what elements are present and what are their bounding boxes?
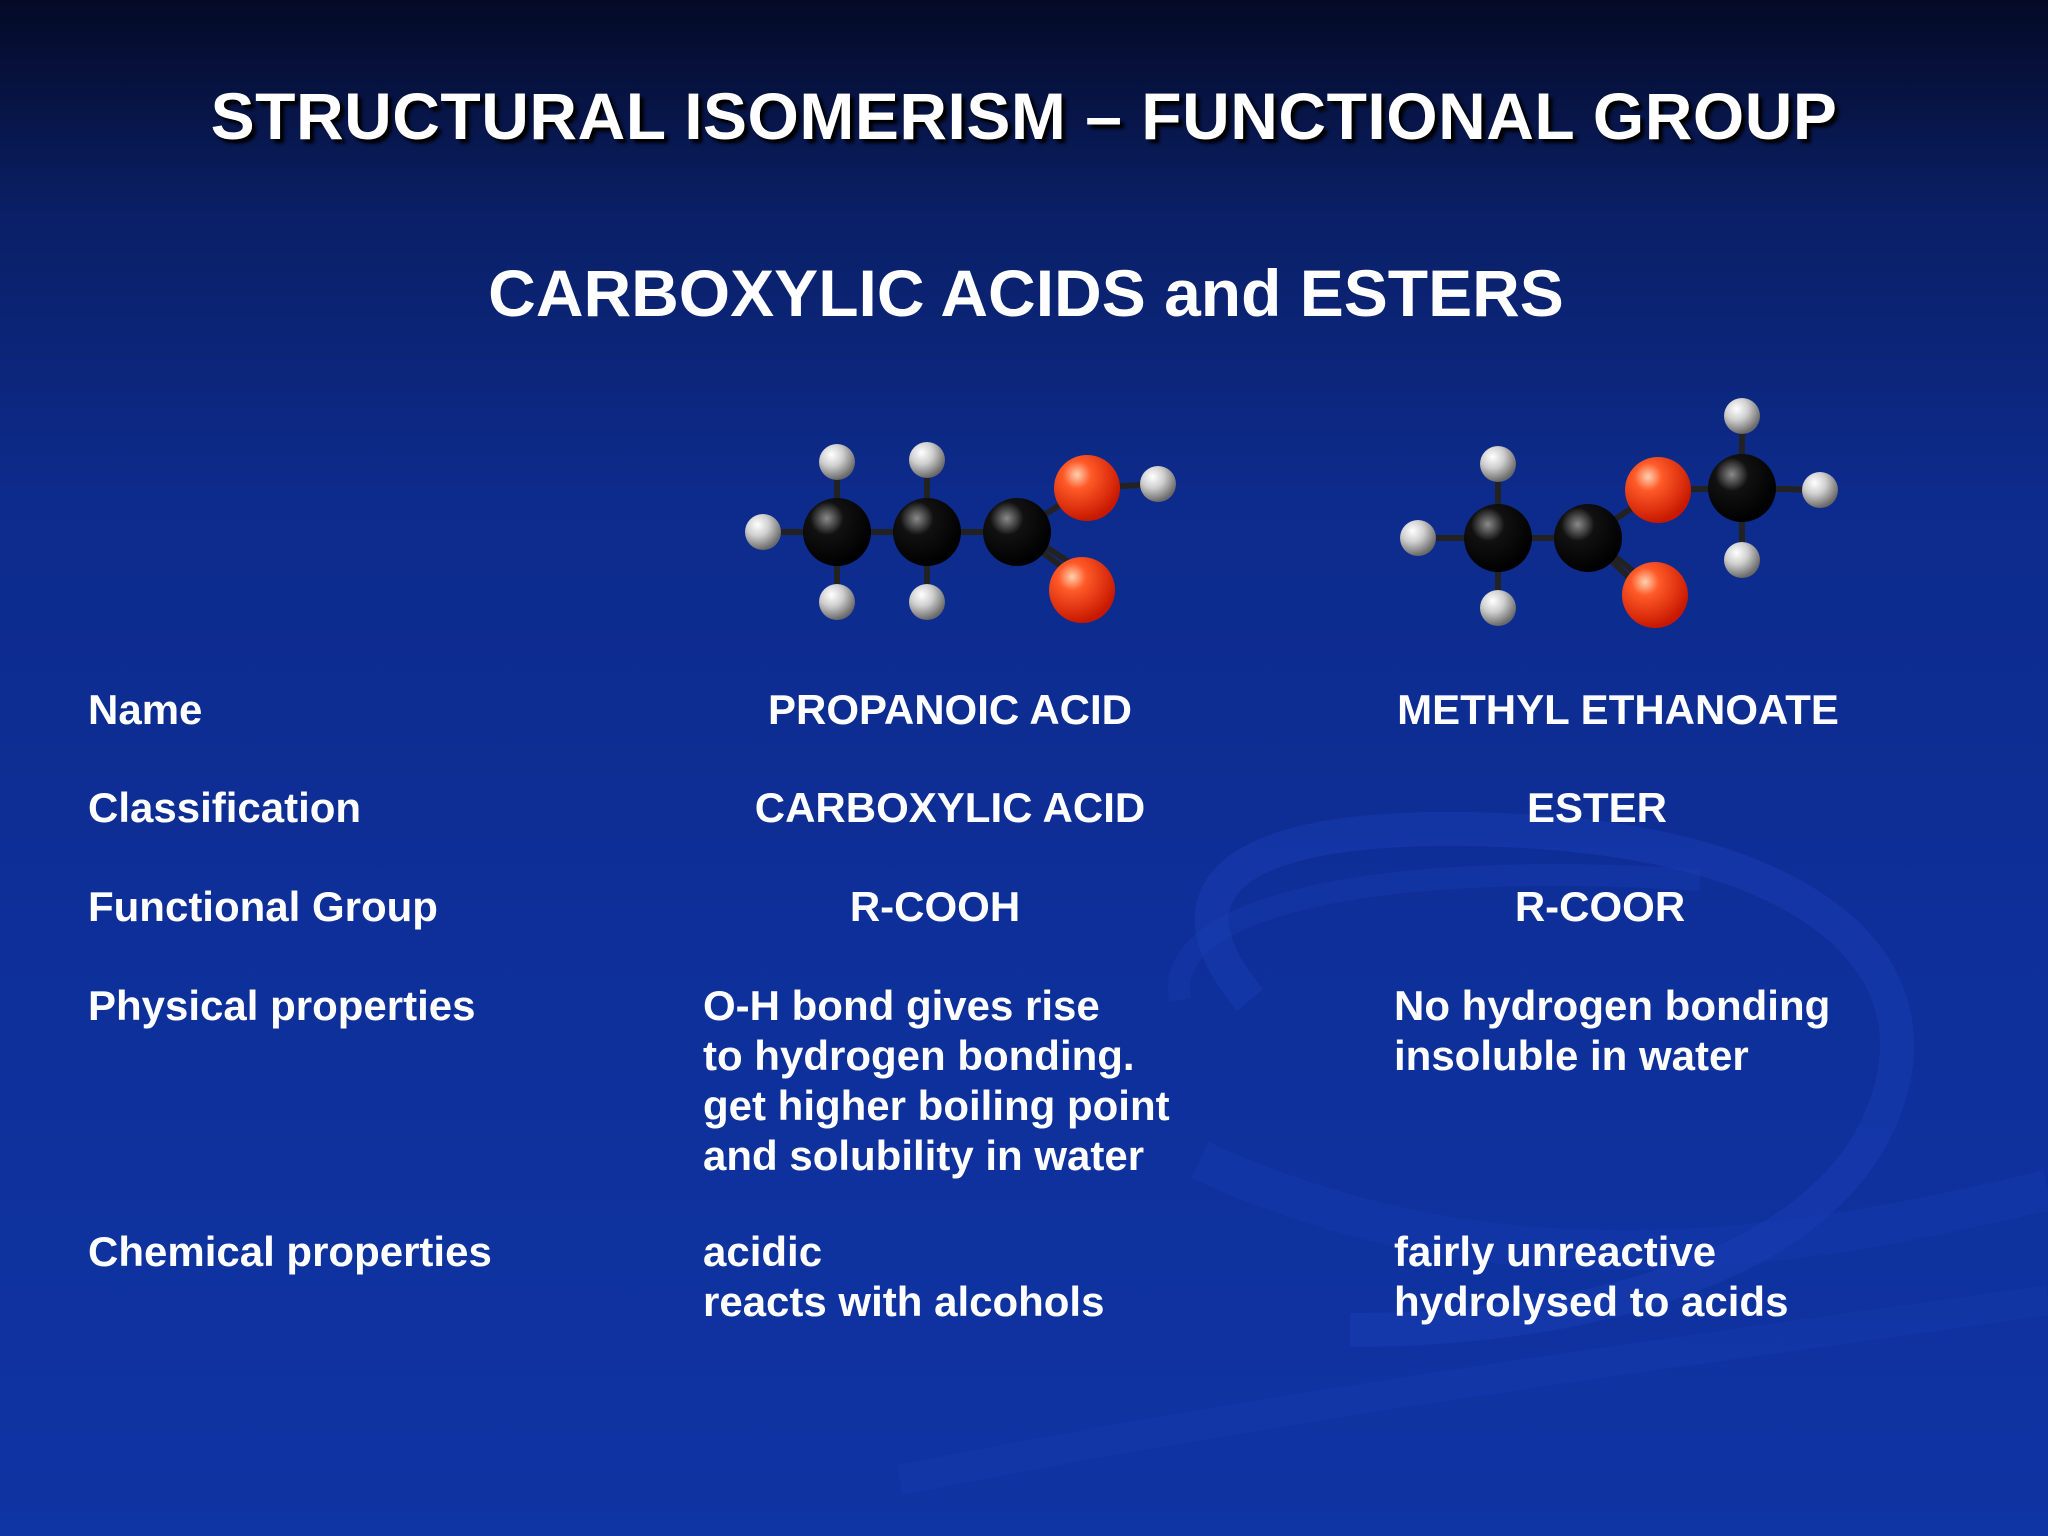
hydrogen-atom xyxy=(819,584,855,620)
oxygen-atom xyxy=(1625,457,1691,523)
propanoic-acid-model xyxy=(745,442,1176,623)
ester-functional-group: R-COOR xyxy=(1514,883,1686,930)
hydrogen-atom xyxy=(1724,542,1760,578)
propanoic-classification: CARBOXYLIC ACID xyxy=(754,784,1146,831)
slide-title: STRUCTURAL ISOMERISM – FUNCTIONAL GROUP xyxy=(210,79,1838,153)
carbon-atom xyxy=(983,498,1051,566)
carbon-atom xyxy=(1464,504,1532,572)
methyl-ethanoate-model xyxy=(1400,398,1838,628)
propanoic-physical-properties: O-H bond gives rise to hydrogen bonding.… xyxy=(703,982,1170,1179)
propanoic-functional-group: R-COOH xyxy=(849,883,1021,930)
hydrogen-atom xyxy=(1400,520,1436,556)
slide-subtitle: CARBOXYLIC ACIDS and ESTERS xyxy=(0,255,2048,331)
carbon-atom xyxy=(803,498,871,566)
ester-chemical-properties: fairly unreactive hydrolysed to acids xyxy=(1394,1228,1789,1325)
hydrogen-atom xyxy=(1480,590,1516,626)
oxygen-atom xyxy=(1622,562,1688,628)
row-label-name: Name xyxy=(88,686,203,733)
hydrogen-atom xyxy=(909,584,945,620)
ester-name: METHYL ETHANOATE xyxy=(1397,686,1839,733)
carbon-atom xyxy=(893,498,961,566)
propanoic-chemical-properties: acidic reacts with alcohols xyxy=(703,1228,1105,1325)
hydrogen-atom xyxy=(1724,398,1760,434)
row-label-physical-properties: Physical properties xyxy=(88,982,476,1029)
ester-classification: ESTER xyxy=(1526,784,1668,831)
carbon-atom xyxy=(1708,454,1776,522)
oxygen-atom xyxy=(1054,455,1120,521)
subtitle-text: CARBOXYLIC ACIDS and ESTERS xyxy=(488,256,1564,330)
propanoic-name: PROPANOIC ACID xyxy=(767,686,1132,733)
hydrogen-atom xyxy=(1802,472,1838,508)
row-label-classification: Classification xyxy=(88,784,362,831)
row-label-chemical-properties: Chemical properties xyxy=(88,1228,492,1275)
hydrogen-atom xyxy=(819,444,855,480)
hydrogen-atom xyxy=(745,514,781,550)
hydrogen-atom xyxy=(1140,466,1176,502)
carbon-atom xyxy=(1554,504,1622,572)
hydrogen-atom xyxy=(1480,446,1516,482)
row-label-functional-group: Functional Group xyxy=(88,883,438,930)
oxygen-atom xyxy=(1049,557,1115,623)
hydrogen-atom xyxy=(909,442,945,478)
ester-physical-properties: No hydrogen bonding insoluble in water xyxy=(1394,982,1831,1079)
